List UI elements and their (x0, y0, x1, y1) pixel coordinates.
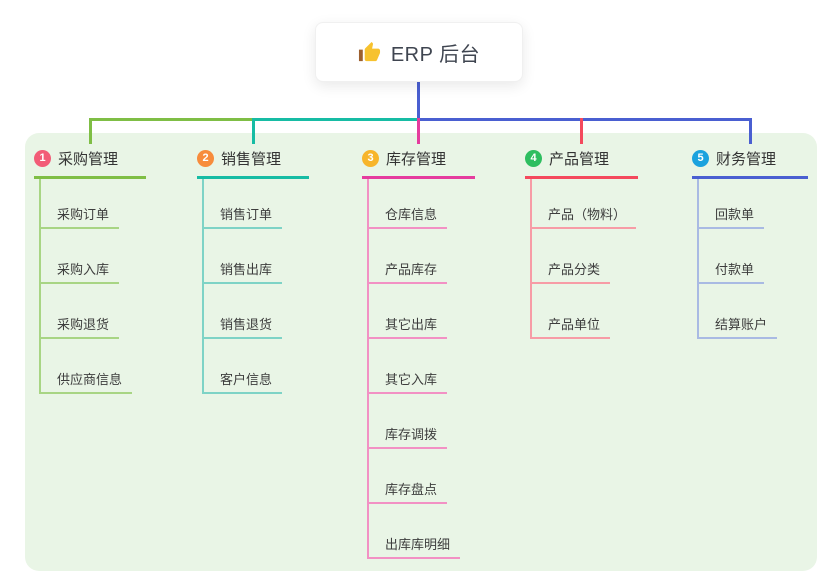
branch-drop-line (88, 118, 92, 144)
trunk-segment-blue (418, 118, 752, 121)
child-node[interactable]: 产品分类 (532, 229, 611, 284)
child-node-label: 销售退货 (220, 317, 273, 332)
child-node[interactable]: 供应商信息 (41, 339, 133, 394)
child-node[interactable]: 销售出库 (204, 229, 283, 284)
branch-badge: 2 (197, 149, 214, 167)
child-node-label: 结算账户 (715, 317, 768, 332)
branch-badge: 3 (362, 149, 379, 167)
branch-children: 销售订单销售出库销售退货客户信息 (202, 179, 283, 394)
branch-label: 库存管理 (386, 150, 447, 168)
child-node-label: 采购入库 (57, 262, 110, 277)
branch-drop-line (251, 118, 255, 144)
child-node-label: 销售订单 (220, 207, 273, 222)
child-node-label: 出库库明细 (385, 537, 451, 552)
child-node-label: 库存盘点 (385, 482, 438, 497)
trunk-segment-teal (253, 118, 419, 121)
child-node-label: 产品（物料） (548, 207, 627, 222)
branch-drop-line (748, 118, 752, 144)
branch-children: 回款单付款单结算账户 (697, 179, 778, 339)
child-node-label: 付款单 (715, 262, 755, 277)
child-node-label: 产品库存 (385, 262, 438, 277)
branch-children: 采购订单采购入库采购退货供应商信息 (39, 179, 133, 394)
branches-panel (25, 133, 817, 571)
branch-node[interactable]: 4 产品管理 (525, 147, 638, 179)
child-node-label: 库存调拨 (385, 427, 438, 442)
child-node[interactable]: 结算账户 (699, 284, 778, 339)
branch-drop-line (417, 118, 420, 144)
child-node[interactable]: 产品单位 (532, 284, 611, 339)
child-node[interactable]: 其它入库 (369, 339, 448, 394)
branch-node[interactable]: 1 采购管理 (34, 147, 146, 179)
thumbs-up-icon (358, 41, 381, 64)
root-node[interactable]: ERP 后台 (315, 22, 523, 82)
child-node[interactable]: 销售退货 (204, 284, 283, 339)
child-node[interactable]: 采购退货 (41, 284, 120, 339)
child-node[interactable]: 采购入库 (41, 229, 120, 284)
child-node[interactable]: 回款单 (699, 179, 765, 229)
child-node[interactable]: 库存盘点 (369, 449, 448, 504)
branch-label: 财务管理 (716, 150, 777, 168)
child-node-label: 供应商信息 (57, 372, 123, 387)
child-node-label: 产品分类 (548, 262, 601, 277)
child-node-label: 回款单 (715, 207, 755, 222)
child-node[interactable]: 库存调拨 (369, 394, 448, 449)
child-node[interactable]: 付款单 (699, 229, 765, 284)
branch-label: 采购管理 (58, 150, 119, 168)
branch-badge: 5 (692, 149, 709, 167)
branch-node[interactable]: 2 销售管理 (197, 147, 309, 179)
root-node-label: ERP 后台 (390, 43, 481, 66)
branch-children: 仓库信息产品库存其它出库其它入库库存调拨库存盘点出库库明细 (367, 179, 461, 559)
child-node[interactable]: 采购订单 (41, 179, 120, 229)
child-node[interactable]: 产品（物料） (532, 179, 637, 229)
child-node-label: 采购订单 (57, 207, 110, 222)
child-node[interactable]: 其它出库 (369, 284, 448, 339)
child-node[interactable]: 客户信息 (204, 339, 283, 394)
branch-label: 销售管理 (221, 150, 282, 168)
child-node-label: 采购退货 (57, 317, 110, 332)
child-node-label: 仓库信息 (385, 207, 438, 222)
branch-drop-line (580, 118, 583, 144)
branch-badge: 4 (525, 149, 542, 167)
branch-badge: 1 (34, 149, 51, 167)
child-node-label: 产品单位 (548, 317, 601, 332)
branch-node[interactable]: 3 库存管理 (362, 147, 475, 179)
child-node[interactable]: 仓库信息 (369, 179, 448, 229)
trunk-segment-green (90, 118, 253, 121)
child-node[interactable]: 产品库存 (369, 229, 448, 284)
child-node-label: 客户信息 (220, 372, 273, 387)
branch-node[interactable]: 5 财务管理 (692, 147, 808, 179)
child-node[interactable]: 出库库明细 (369, 504, 461, 559)
branch-children: 产品（物料） 产品分类产品单位 (530, 179, 637, 339)
branch-label: 产品管理 (549, 150, 610, 168)
root-connector-line (417, 82, 420, 118)
child-node-label: 销售出库 (220, 262, 273, 277)
child-node-label: 其它入库 (385, 372, 438, 387)
child-node-label: 其它出库 (385, 317, 438, 332)
child-node[interactable]: 销售订单 (204, 179, 283, 229)
